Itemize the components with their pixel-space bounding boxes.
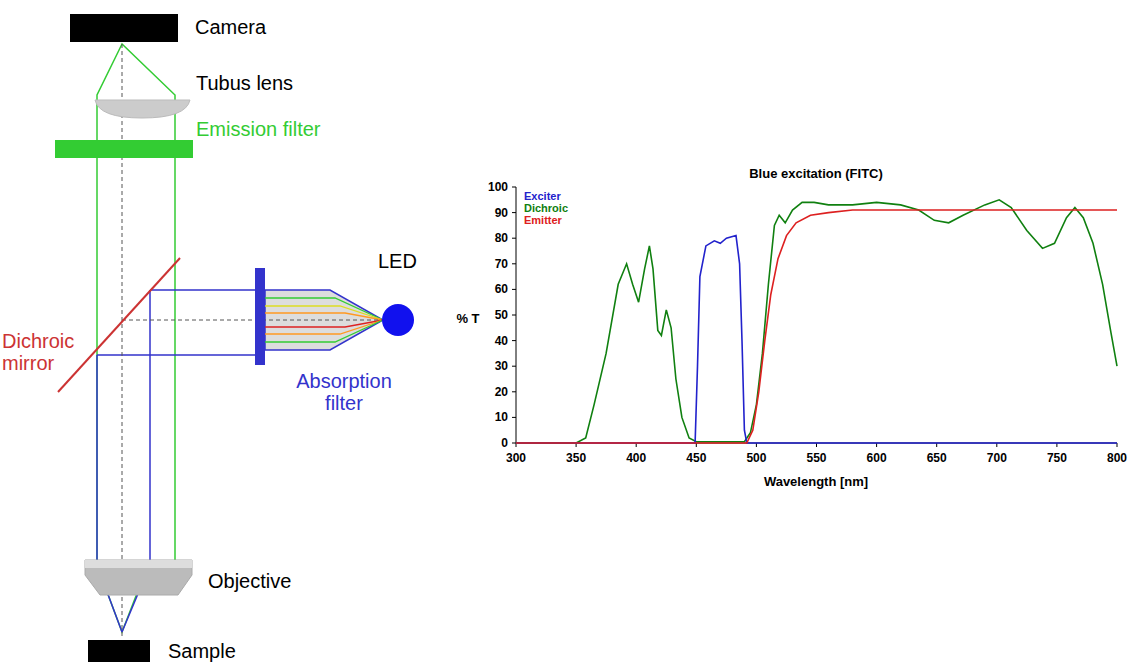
tick [512,315,516,316]
tick [512,391,516,392]
part-label: Objective [208,570,291,593]
objective [85,560,192,595]
tick-label: 100 [488,180,508,194]
tick-label: 40 [495,334,508,348]
tick-label: 0 [501,436,508,450]
legend-swatch: Dichroic [524,202,568,214]
ray [265,298,383,320]
legend-swatch: Emitter [524,214,562,226]
tick-label: 750 [1047,451,1067,465]
absorption-filter [255,268,265,365]
legend-text: Emitter [524,214,562,226]
tick-label: 450 [686,451,706,465]
tick [512,212,516,213]
ray [265,320,383,342]
tick-label: 400 [626,451,646,465]
tick [512,187,516,188]
tick [512,238,516,239]
tick-label: 60 [495,282,508,296]
tick [512,263,516,264]
tick [512,443,516,444]
emission-filter [55,140,193,158]
ray [265,313,383,320]
sample [88,640,150,662]
chart-title: Blue excitation (FITC) [749,166,883,181]
legend-text: Dichroic [524,202,568,214]
tick-label: 500 [746,451,766,465]
transmission-chart [512,187,1117,447]
camera-body [70,14,178,42]
tick-label: 70 [495,257,508,271]
tick-label: 30 [495,359,508,373]
part-label: Sample [168,640,236,662]
part-label: Dichroic mirror [2,330,84,374]
chart-axes [516,187,1117,443]
tick [512,340,516,341]
legend-text: Exciter [524,190,561,202]
tick-label: 700 [987,451,1007,465]
part-label: Emission filter [196,118,320,141]
ray [265,306,383,320]
tick [512,289,516,290]
led [382,304,414,336]
legend-swatch: Exciter [524,190,561,202]
tick-label: 550 [806,451,826,465]
tick-label: 600 [867,451,887,465]
part-label: LED [378,250,417,273]
optical-axis [122,44,383,636]
axis-label: Wavelength [nm] [764,474,868,489]
tick-label: 50 [495,308,508,322]
tick-label: 80 [495,231,508,245]
ray [265,320,383,334]
tick-label: 300 [506,451,526,465]
tick [512,366,516,367]
part-label: Camera [195,16,266,39]
part-label: Tubus lens [196,72,293,95]
emission-beam [97,44,175,632]
tick-label: 800 [1107,451,1127,465]
part-label: Absorption filter [279,370,409,414]
tick-label: 90 [495,206,508,220]
tick-label: 350 [566,451,586,465]
tick-label: 650 [927,451,947,465]
objective-rim [85,560,192,568]
tick-label: 20 [495,385,508,399]
tick [512,417,516,418]
tick-label: 10 [495,410,508,424]
dichroic-mirror [58,258,180,392]
emitter-curve [516,210,1117,443]
led-cone [265,290,383,350]
axis-label: % T [456,311,479,326]
dichroic-curve [516,200,1117,443]
tube-lens [95,100,190,118]
exciter-curve [516,236,1117,443]
